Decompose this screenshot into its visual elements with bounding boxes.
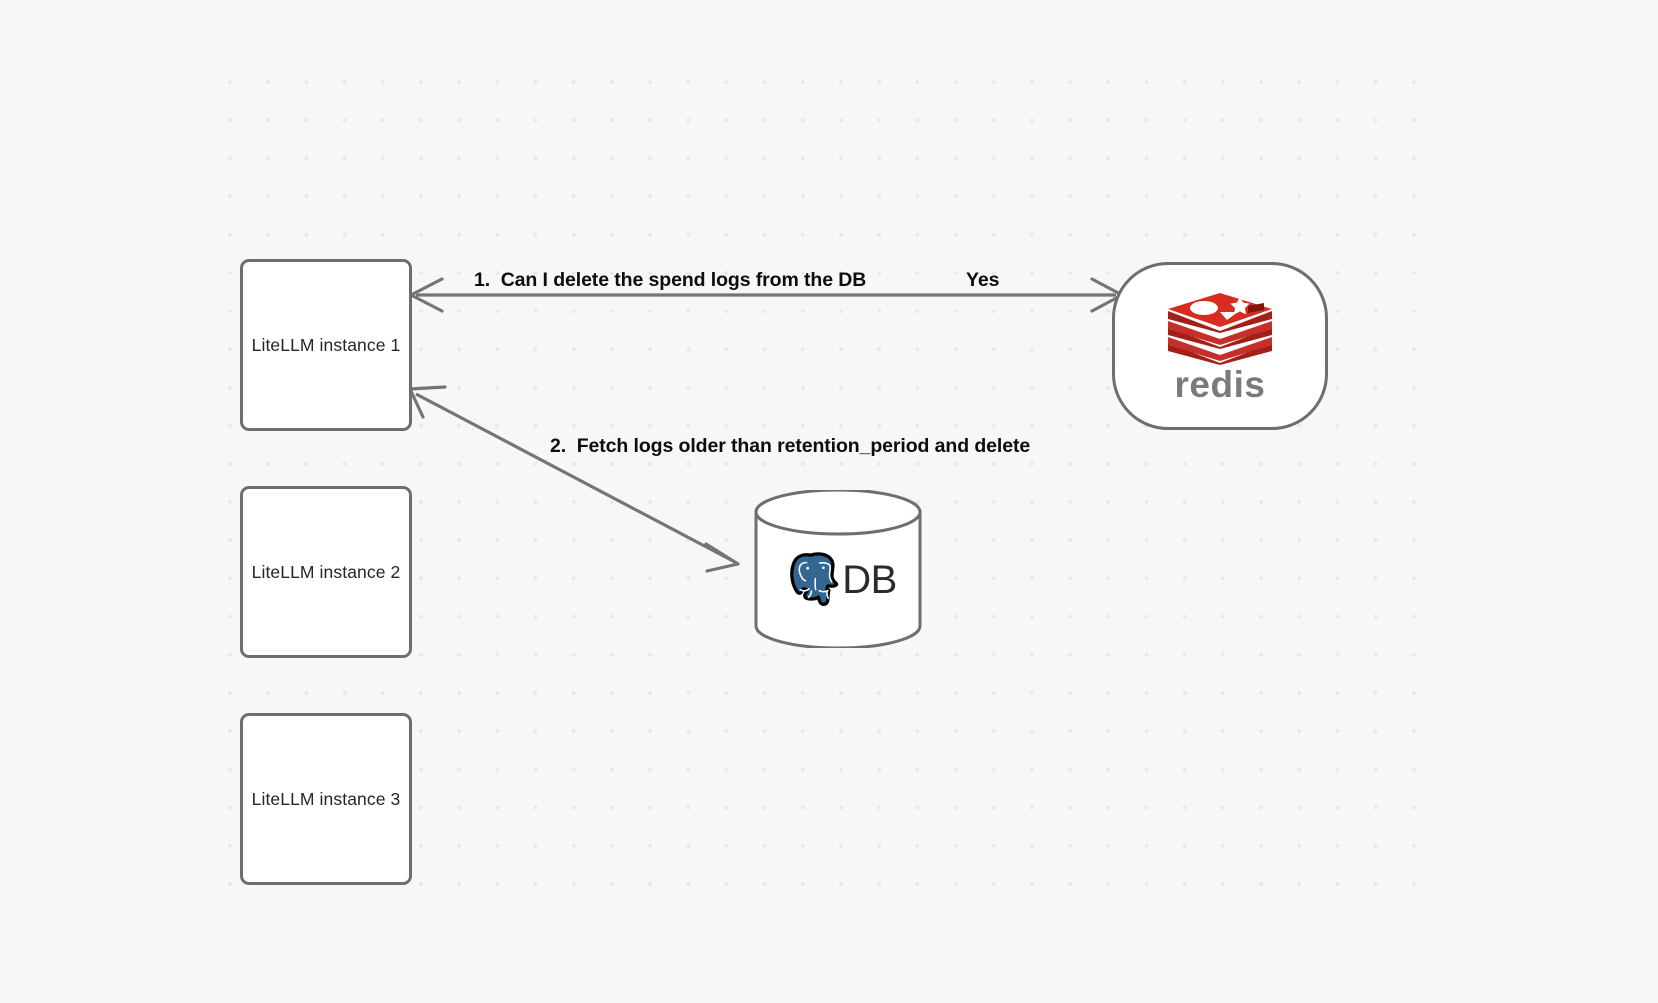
postgresql-elephant-icon bbox=[790, 552, 839, 606]
db-label: DB bbox=[842, 558, 897, 602]
node-litellm-instance-2[interactable]: LiteLLM instance 2 bbox=[240, 486, 412, 658]
redis-logo: redis bbox=[1159, 289, 1281, 406]
redis-wordmark: redis bbox=[1175, 366, 1266, 405]
node-redis[interactable]: redis bbox=[1112, 262, 1328, 430]
arrowhead-left bbox=[409, 277, 444, 313]
edge-label-1-reply: Yes bbox=[966, 269, 1000, 291]
arrowhead-lower-right bbox=[704, 542, 740, 573]
node-label: LiteLLM instance 2 bbox=[251, 561, 401, 582]
edge-litellm1-db bbox=[408, 385, 740, 573]
redis-stack-icon bbox=[1168, 292, 1272, 365]
node-label: LiteLLM instance 3 bbox=[251, 788, 401, 809]
node-litellm-instance-1[interactable]: LiteLLM instance 1 bbox=[240, 259, 412, 431]
redis-wordmark-text: redis bbox=[1175, 366, 1266, 405]
edge-label-2: 2. Fetch logs older than retention_perio… bbox=[550, 435, 1031, 457]
db-content: DB bbox=[752, 490, 924, 648]
arrowhead-upper-left bbox=[408, 385, 447, 419]
node-database[interactable]: DB bbox=[752, 490, 924, 648]
node-label: LiteLLM instance 1 bbox=[251, 334, 401, 355]
cylinder-shape bbox=[754, 490, 922, 648]
edge-label-1: 1. Can I delete the spend logs from the … bbox=[474, 269, 867, 291]
node-litellm-instance-3[interactable]: LiteLLM instance 3 bbox=[240, 713, 412, 885]
